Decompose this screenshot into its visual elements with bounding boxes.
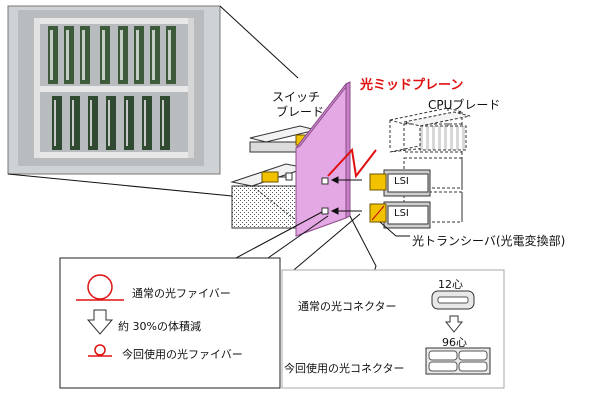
connector-12-icon <box>431 290 475 310</box>
regular-fiber-label: 通常の光ファイバー <box>132 287 231 300</box>
cores-12-label: 12心 <box>438 278 463 291</box>
current-fiber-label: 今回使用の光ファイバー <box>122 348 243 361</box>
lsi-label-upper: LSI <box>394 176 409 187</box>
midplane-port-upper <box>321 177 329 185</box>
switch-blade-label-line2: ブレード <box>276 105 325 119</box>
zoom-lines <box>7 5 299 197</box>
chassis-photo <box>7 5 221 175</box>
switch-connector-lower <box>261 171 279 183</box>
cores-96-label: 96心 <box>442 336 467 349</box>
optical-fiber-path <box>327 147 377 179</box>
optical-midplane <box>295 81 351 237</box>
switch-blade-label-line1: スイッチ <box>272 90 321 104</box>
cpu-blade-label: CPUブレード <box>428 98 501 112</box>
midplane-port-lower <box>321 207 329 215</box>
lsi-module-lower <box>369 201 431 229</box>
volume-reduction-label: 約 30%の体積減 <box>118 320 201 333</box>
current-fiber-icon <box>88 344 112 357</box>
optical-midplane-label: 光ミッドプレーン <box>360 78 464 93</box>
down-arrow-icon <box>86 309 114 335</box>
regular-fiber-icon <box>76 274 124 301</box>
lsi-module-upper <box>369 169 431 197</box>
connector-96-icon <box>425 347 491 375</box>
lsi-label-lower: LSI <box>394 208 409 219</box>
reduction-arrow-icon <box>444 315 464 333</box>
cpu-blade-top-face <box>403 111 471 151</box>
optical-transceiver-label: 光トランシーバ(光電変換部) <box>412 234 566 248</box>
current-connector-label: 今回使用の光コネクター <box>284 362 405 375</box>
regular-connector-label: 通常の光コネクター <box>298 300 397 313</box>
signal-arrows <box>330 176 362 215</box>
